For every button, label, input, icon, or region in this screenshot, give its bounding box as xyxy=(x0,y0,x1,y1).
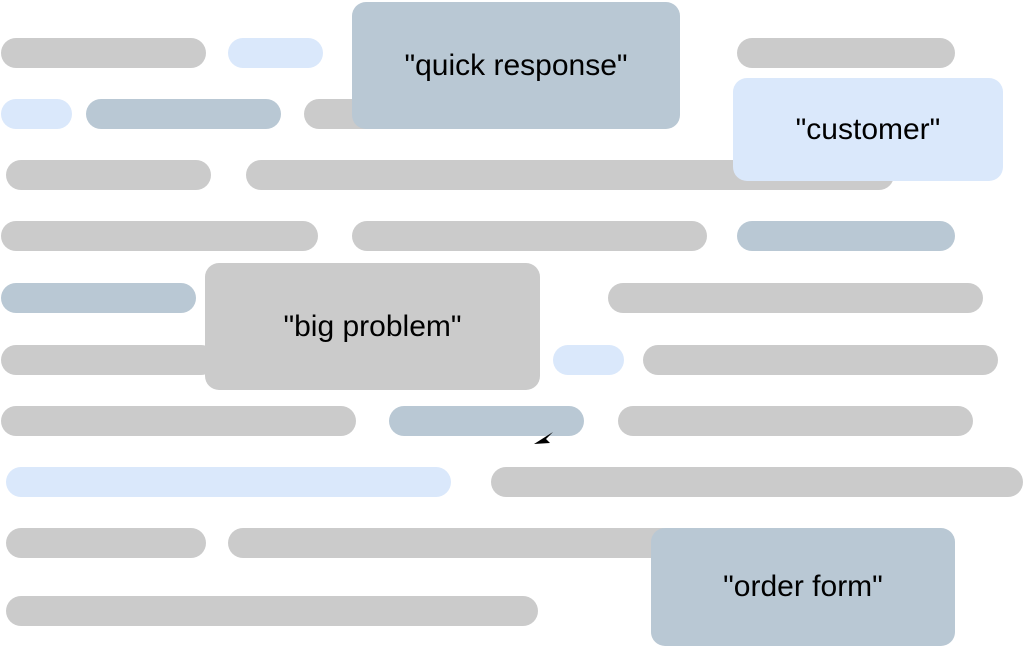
text-bar xyxy=(6,467,451,497)
text-bar xyxy=(1,99,72,129)
text-bar xyxy=(737,221,955,251)
text-bar xyxy=(618,406,973,436)
text-bar xyxy=(389,406,584,436)
text-bar xyxy=(6,528,206,558)
text-bar xyxy=(737,38,955,68)
callout-label: "big problem" xyxy=(283,309,462,343)
arrow-cursor-icon xyxy=(534,432,553,444)
text-bar xyxy=(1,345,216,375)
callout-customer: "customer" xyxy=(733,78,1003,181)
text-bar xyxy=(553,345,624,375)
text-bar xyxy=(228,528,678,558)
text-bar xyxy=(6,596,538,626)
callout-quick-response: "quick response" xyxy=(352,2,680,129)
text-bar xyxy=(86,99,281,129)
text-bar xyxy=(608,283,983,313)
text-bar xyxy=(6,160,211,190)
text-bar xyxy=(643,345,998,375)
callout-big-problem: "big problem" xyxy=(205,263,540,390)
callout-label: "quick response" xyxy=(404,48,628,82)
callout-label: "customer" xyxy=(795,112,941,146)
text-bar xyxy=(228,38,323,68)
text-bar xyxy=(1,406,356,436)
callout-order-form: "order form" xyxy=(651,528,955,646)
text-bar xyxy=(1,283,196,313)
text-bar xyxy=(352,221,707,251)
text-bar xyxy=(1,38,206,68)
callout-label: "order form" xyxy=(723,570,883,603)
text-bar xyxy=(491,467,1023,497)
text-bar xyxy=(1,221,318,251)
